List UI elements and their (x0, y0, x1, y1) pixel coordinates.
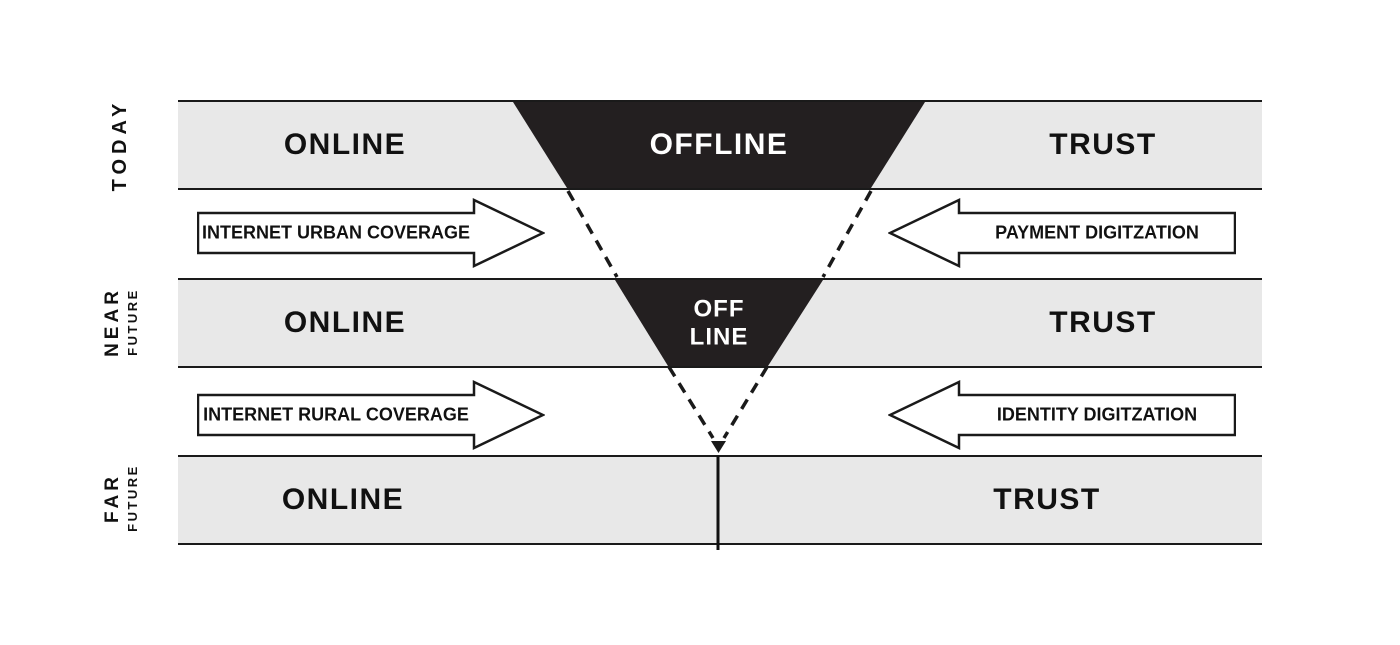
offline-trapezoid-large (513, 102, 925, 188)
era-sublabel-far-future-text: FUTURE (125, 464, 140, 532)
era-label-far-text: FAR (102, 473, 123, 523)
band-today: ONLINE OFFLINE TRUST (178, 100, 1262, 190)
arrow-identity-digitzation: IDENTITY DIGITZATION (888, 380, 1236, 450)
dashed-line-right-upper (821, 190, 873, 278)
era-sublabel-near-future-text: FUTURE (125, 288, 140, 356)
arrow-label-identity-digitzation: IDENTITY DIGITZATION (996, 404, 1198, 425)
trust-label-today: TRUST (1049, 128, 1157, 161)
arrow-label-internet-urban-coverage: INTERNET URBAN COVERAGE (201, 222, 470, 243)
offline-funnel-wide (513, 102, 925, 188)
offline-trapezoid-small (615, 280, 823, 366)
era-label-far-future: FAR FUTURE (102, 464, 140, 532)
convergence-arrowhead-icon (711, 441, 726, 453)
offline-line1: OFF (693, 295, 745, 323)
trust-label-far-future: TRUST (993, 483, 1101, 516)
arrow-internet-urban-coverage: INTERNET URBAN COVERAGE (197, 198, 545, 268)
offline-label-today: OFFLINE (649, 128, 789, 161)
arrow-internet-rural-coverage: INTERNET RURAL COVERAGE (197, 380, 545, 450)
era-label-today: TODAY (109, 98, 131, 192)
dashed-line-left-upper (566, 190, 619, 278)
online-label-far-future: ONLINE (281, 483, 405, 516)
band-far-future: ONLINE TRUST (178, 455, 1262, 545)
right-arrow-icon (197, 198, 545, 268)
online-label-near-future: ONLINE (283, 306, 407, 339)
trust-label-near-future: TRUST (1049, 306, 1157, 339)
offline-funnel-narrow (615, 280, 823, 366)
dashed-line-right-lower (722, 366, 769, 439)
era-label-near-text: NEAR (102, 287, 123, 357)
era-label-near-future: NEAR FUTURE (102, 287, 140, 357)
offline-line2: LINE (689, 323, 749, 350)
online-label-today: ONLINE (283, 128, 407, 161)
arrow-label-internet-rural-coverage: INTERNET RURAL COVERAGE (203, 404, 469, 425)
era-label-today-text: TODAY (109, 98, 131, 192)
dashed-line-left-lower (667, 366, 715, 439)
left-arrow-icon (888, 380, 1236, 450)
right-arrow-icon (197, 380, 545, 450)
left-arrow-icon (888, 198, 1236, 268)
arrow-label-payment-digitzation: PAYMENT DIGITZATION (995, 222, 1199, 243)
arrow-payment-digitzation: PAYMENT DIGITZATION (888, 198, 1236, 268)
